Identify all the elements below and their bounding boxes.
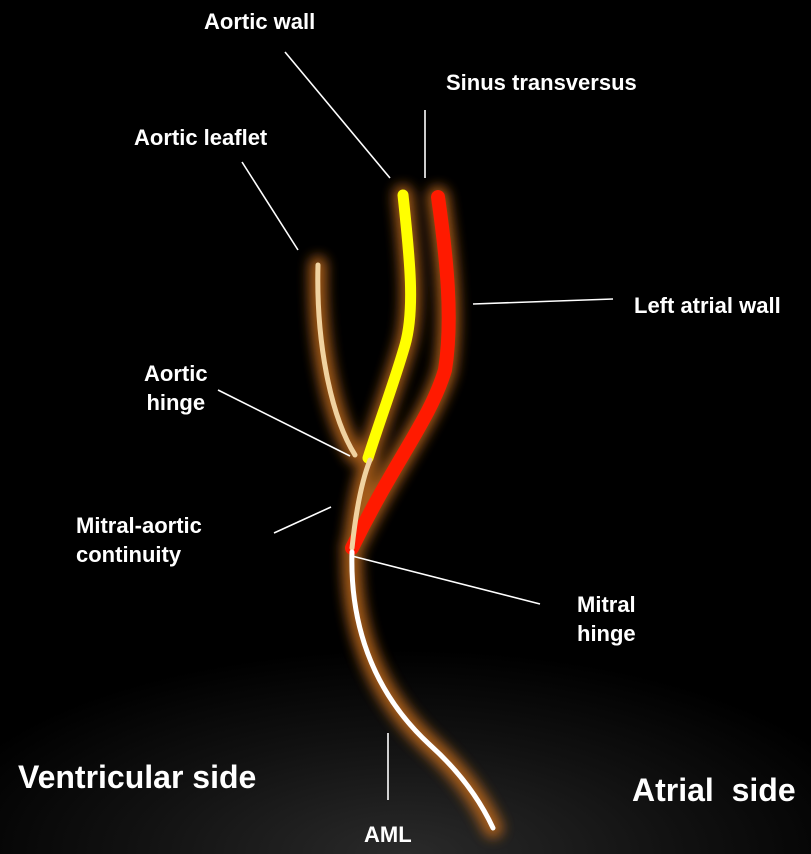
label-sinus-transversus: Sinus transversus: [446, 69, 637, 98]
label-mitral-hinge-line2: hinge: [577, 620, 636, 649]
label-mitral-aortic-line2: continuity: [76, 541, 202, 570]
label-aortic-hinge-line1: Aortic: [144, 360, 208, 389]
label-mitral-aortic-line1: Mitral-aortic: [76, 512, 202, 541]
label-ventricular-side: Ventricular side: [18, 757, 256, 799]
leader-mitral-hinge: [352, 556, 540, 604]
leader-aortic-leaflet: [242, 162, 298, 250]
label-mitral-aortic-continuity: Mitral-aortic continuity: [76, 512, 202, 569]
leader-aortic-wall: [285, 52, 390, 178]
leader-mitral-aortic-continuity: [274, 507, 331, 533]
label-aortic-hinge: Aortic hinge: [144, 360, 208, 417]
label-mitral-hinge: Mitral hinge: [577, 591, 636, 648]
label-mitral-hinge-line1: Mitral: [577, 591, 636, 620]
label-aortic-wall: Aortic wall: [204, 8, 315, 37]
label-aml: AML: [364, 821, 412, 850]
leader-left-atrial-wall: [473, 299, 613, 304]
label-aortic-leaflet: Aortic leaflet: [134, 124, 267, 153]
label-aortic-hinge-line2: hinge: [144, 389, 208, 418]
label-left-atrial-wall: Left atrial wall: [634, 292, 781, 321]
label-atrial-side: Atrial side: [632, 770, 796, 812]
